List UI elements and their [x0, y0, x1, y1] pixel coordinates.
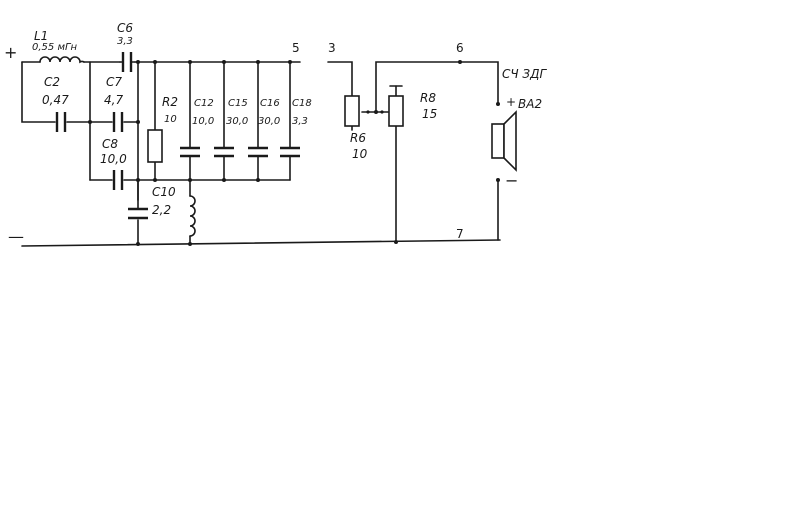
- R2-value: 10: [164, 114, 177, 125]
- C8-ref: C8: [102, 137, 118, 151]
- C7-value: 4,7: [104, 93, 123, 107]
- L1-value: 0,55 мГн: [32, 42, 78, 53]
- resistor-icon: [147, 129, 163, 163]
- R2-ref: R2: [162, 95, 178, 109]
- C18-ref: C18: [292, 98, 312, 109]
- wiring: [21, 61, 501, 247]
- inductor-icon: [189, 195, 196, 237]
- C16-value: 30,0: [258, 116, 280, 127]
- C2-ref: C2: [44, 75, 60, 89]
- capacitor-icon: [112, 170, 124, 190]
- node-7: 7: [456, 227, 464, 241]
- C2-value: 0,47: [42, 93, 69, 107]
- R8-value: 15: [422, 107, 437, 121]
- BA2-ref: BA2: [518, 97, 542, 111]
- C8-value: 10,0: [100, 152, 127, 166]
- BA2-plus: +: [506, 95, 516, 109]
- speaker-icon: [491, 110, 517, 172]
- minus-terminal: —: [8, 227, 24, 246]
- junctions: [88, 60, 500, 246]
- BA2-type: СЧ ЗДГ: [502, 67, 547, 81]
- capacitor-icon: [112, 112, 124, 132]
- resistor-icon: [388, 95, 404, 127]
- C15-value: 30,0: [226, 116, 248, 127]
- resistor-icon: [344, 95, 360, 127]
- capacitor-icon: [280, 146, 300, 158]
- C6-value: 3,3: [117, 36, 133, 47]
- R6-value: 10: [352, 147, 368, 161]
- BA2-minus: −: [505, 171, 518, 190]
- C6-ref: C6: [117, 21, 133, 35]
- R8-ref: R8: [420, 91, 436, 105]
- C18-value: 3,3: [292, 116, 308, 127]
- inductor-icon: [39, 56, 85, 64]
- R6-ref: R6: [350, 131, 366, 145]
- plus-terminal: +: [4, 43, 17, 62]
- C12-ref: C12: [194, 98, 214, 109]
- L1-ref: L1: [34, 29, 48, 43]
- capacitor-icon: [180, 146, 200, 158]
- capacitor-icon: [248, 146, 268, 158]
- C16-ref: C16: [260, 98, 280, 109]
- C12-value: 10,0: [192, 116, 214, 127]
- node-5: 5: [292, 41, 300, 55]
- C10-ref: C10: [152, 185, 176, 199]
- C15-ref: C15: [228, 98, 248, 109]
- node-6: 6: [456, 41, 464, 55]
- C7-ref: C7: [106, 75, 122, 89]
- capacitor-icon: [214, 146, 234, 158]
- node-3: 3: [328, 41, 336, 55]
- capacitor-icon: [55, 112, 67, 132]
- capacitor-icon: [119, 52, 136, 72]
- capacitor-icon: [128, 207, 148, 220]
- C10-value: 2,2: [152, 203, 171, 217]
